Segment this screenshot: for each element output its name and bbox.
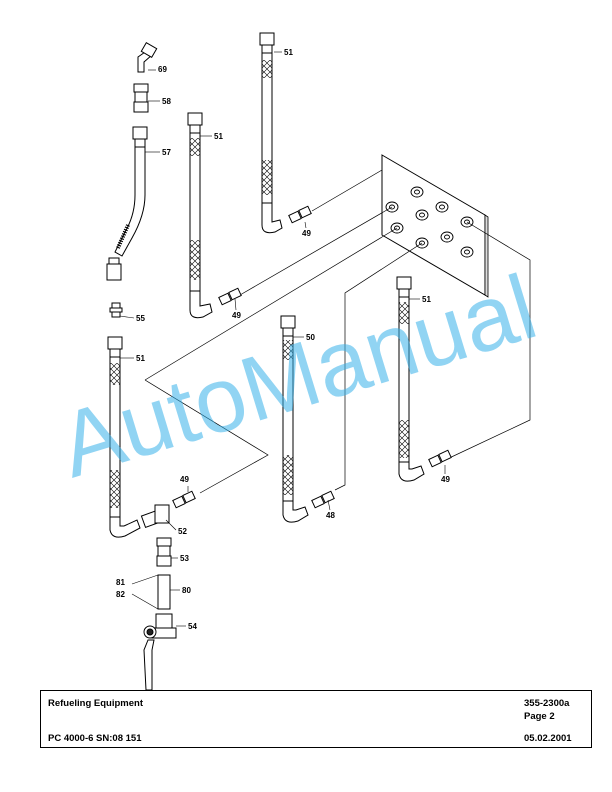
callout-53: 53	[180, 554, 189, 563]
callout-82: 82	[116, 590, 125, 599]
callout-49-top: 49	[302, 229, 311, 238]
callout-49-lower: 49	[180, 475, 189, 484]
callout-49-right: 49	[441, 475, 450, 484]
callout-49-mid: 49	[232, 311, 241, 320]
callout-labels: 69 58 57 51 51 49 49 55 51 50 51 49 49 4…	[116, 48, 450, 631]
hose-50	[280, 315, 335, 523]
callout-80: 80	[182, 586, 191, 595]
title-block: Refueling Equipment 355-2300a Page 2 PC …	[40, 690, 592, 748]
callout-48: 48	[326, 511, 335, 520]
callout-54: 54	[188, 622, 197, 631]
callout-69: 69	[158, 65, 167, 74]
page-number: Page 2	[524, 711, 555, 722]
callout-51-top: 51	[284, 48, 293, 57]
hose-51-top	[259, 32, 312, 234]
machine-serial: PC 4000-6 SN:08 151	[48, 733, 142, 744]
callout-50: 50	[306, 333, 315, 342]
callout-51-right: 51	[422, 295, 431, 304]
leader-lines	[119, 51, 446, 627]
callout-51-lower-left: 51	[136, 354, 145, 363]
watermark-text: AutoManual	[48, 256, 547, 497]
callout-58: 58	[162, 97, 171, 106]
hose-51-lower-left	[107, 336, 196, 538]
hose-51-mid	[187, 112, 242, 319]
callout-52: 52	[178, 527, 187, 536]
hose-assembly-left	[106, 41, 158, 318]
document-date: 05.02.2001	[524, 733, 572, 744]
callout-51-mid: 51	[214, 132, 223, 141]
callout-81: 81	[116, 578, 125, 587]
title-text: Refueling Equipment	[48, 698, 143, 709]
callout-57: 57	[162, 148, 171, 157]
callout-55: 55	[136, 314, 145, 323]
hose-51-right	[396, 276, 452, 482]
valve-assembly	[143, 537, 177, 691]
document-number: 355-2300a	[524, 698, 570, 709]
connection-lines	[144, 169, 531, 494]
